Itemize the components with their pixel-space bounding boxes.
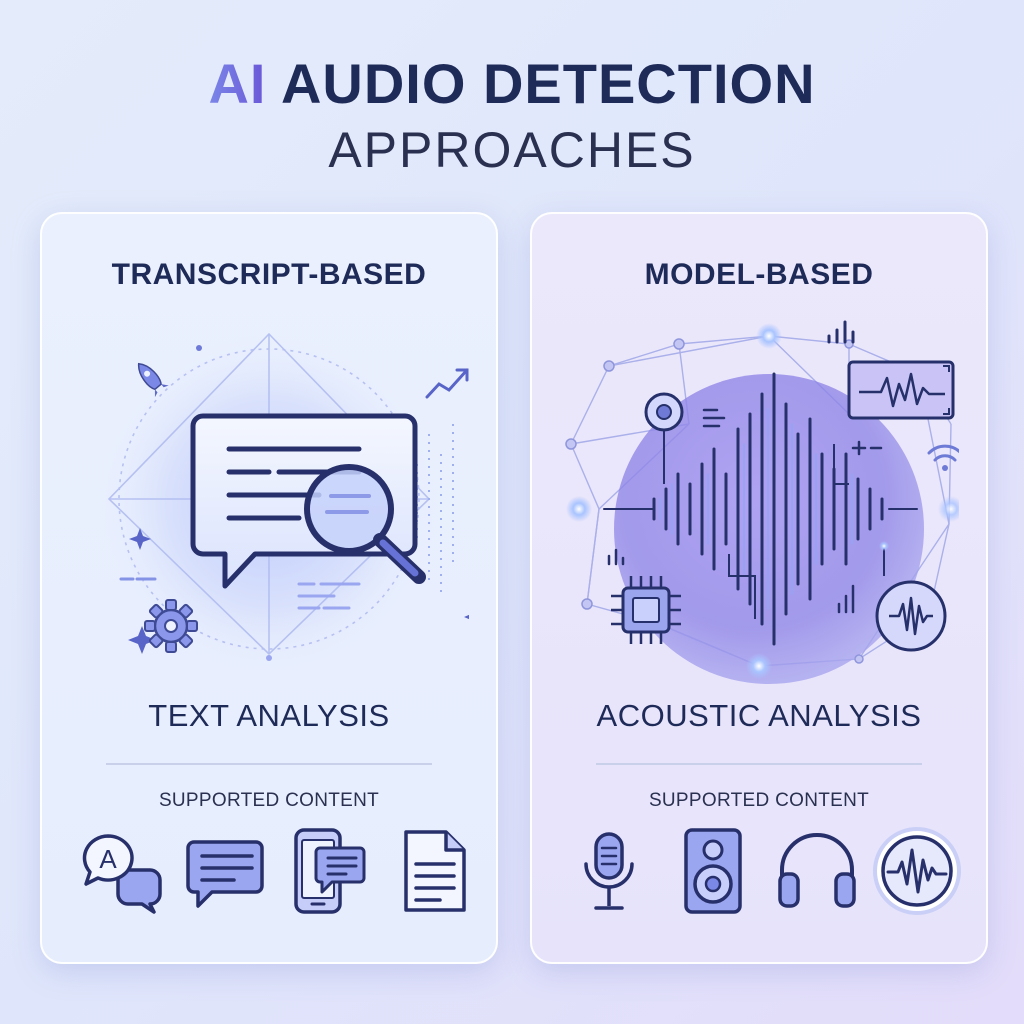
- analysis-type-label: ACOUSTIC ANALYSIS: [596, 698, 922, 733]
- gear-icon: [144, 599, 198, 653]
- acoustic-analysis-illustration: [559, 314, 959, 694]
- wireless-signal-icon: [927, 444, 959, 471]
- processor-chip-icon: [611, 576, 681, 644]
- magnifying-glass-icon: [304, 464, 426, 584]
- analysis-type-label: TEXT ANALYSIS: [148, 698, 390, 733]
- model-based-card: MODEL-BASED: [530, 212, 988, 964]
- title-line-1: AI AUDIO DETECTION: [0, 52, 1024, 116]
- title-highlight: AI: [208, 52, 267, 115]
- supported-content-label: SUPPORTED CONTENT: [648, 790, 870, 811]
- signal-monitor-icon: [833, 360, 955, 485]
- trend-arrow-icon: [425, 368, 469, 399]
- waveform-icon: [603, 372, 918, 646]
- circular-wave-badge-icon: [875, 541, 947, 652]
- supported-content-icons: A: [42, 826, 496, 916]
- headphones-icon: [772, 826, 862, 916]
- soundwave-icon: [872, 826, 962, 916]
- document-icon: [390, 826, 480, 916]
- supported-content-icons: [532, 826, 986, 916]
- microphone-icon: [564, 826, 654, 916]
- target-node-icon: [644, 392, 684, 484]
- rocket-icon: [137, 362, 169, 398]
- title-line-2: APPROACHES: [328, 122, 696, 178]
- text-analysis-illustration: [69, 314, 469, 694]
- message-bubble-icon: [182, 826, 272, 916]
- mobile-chat-icon: [286, 826, 376, 916]
- transcript-based-card: TRANSCRIPT-BASED: [40, 212, 498, 964]
- translation-chat-icon: A: [78, 826, 168, 916]
- divider: [106, 763, 432, 765]
- divider: [596, 763, 922, 765]
- title-main: AUDIO DETECTION: [280, 52, 816, 115]
- speaker-icon: [668, 826, 758, 916]
- supported-content-label: SUPPORTED CONTENT: [158, 790, 380, 811]
- card-heading: MODEL-BASED: [644, 258, 874, 291]
- card-heading: TRANSCRIPT-BASED: [111, 258, 427, 291]
- letter-a: A: [99, 844, 117, 874]
- page-title: AI AUDIO DETECTION APPROACHES: [0, 52, 1024, 180]
- bar-chart-icon: [827, 320, 855, 344]
- level-bars-icon: [607, 548, 625, 566]
